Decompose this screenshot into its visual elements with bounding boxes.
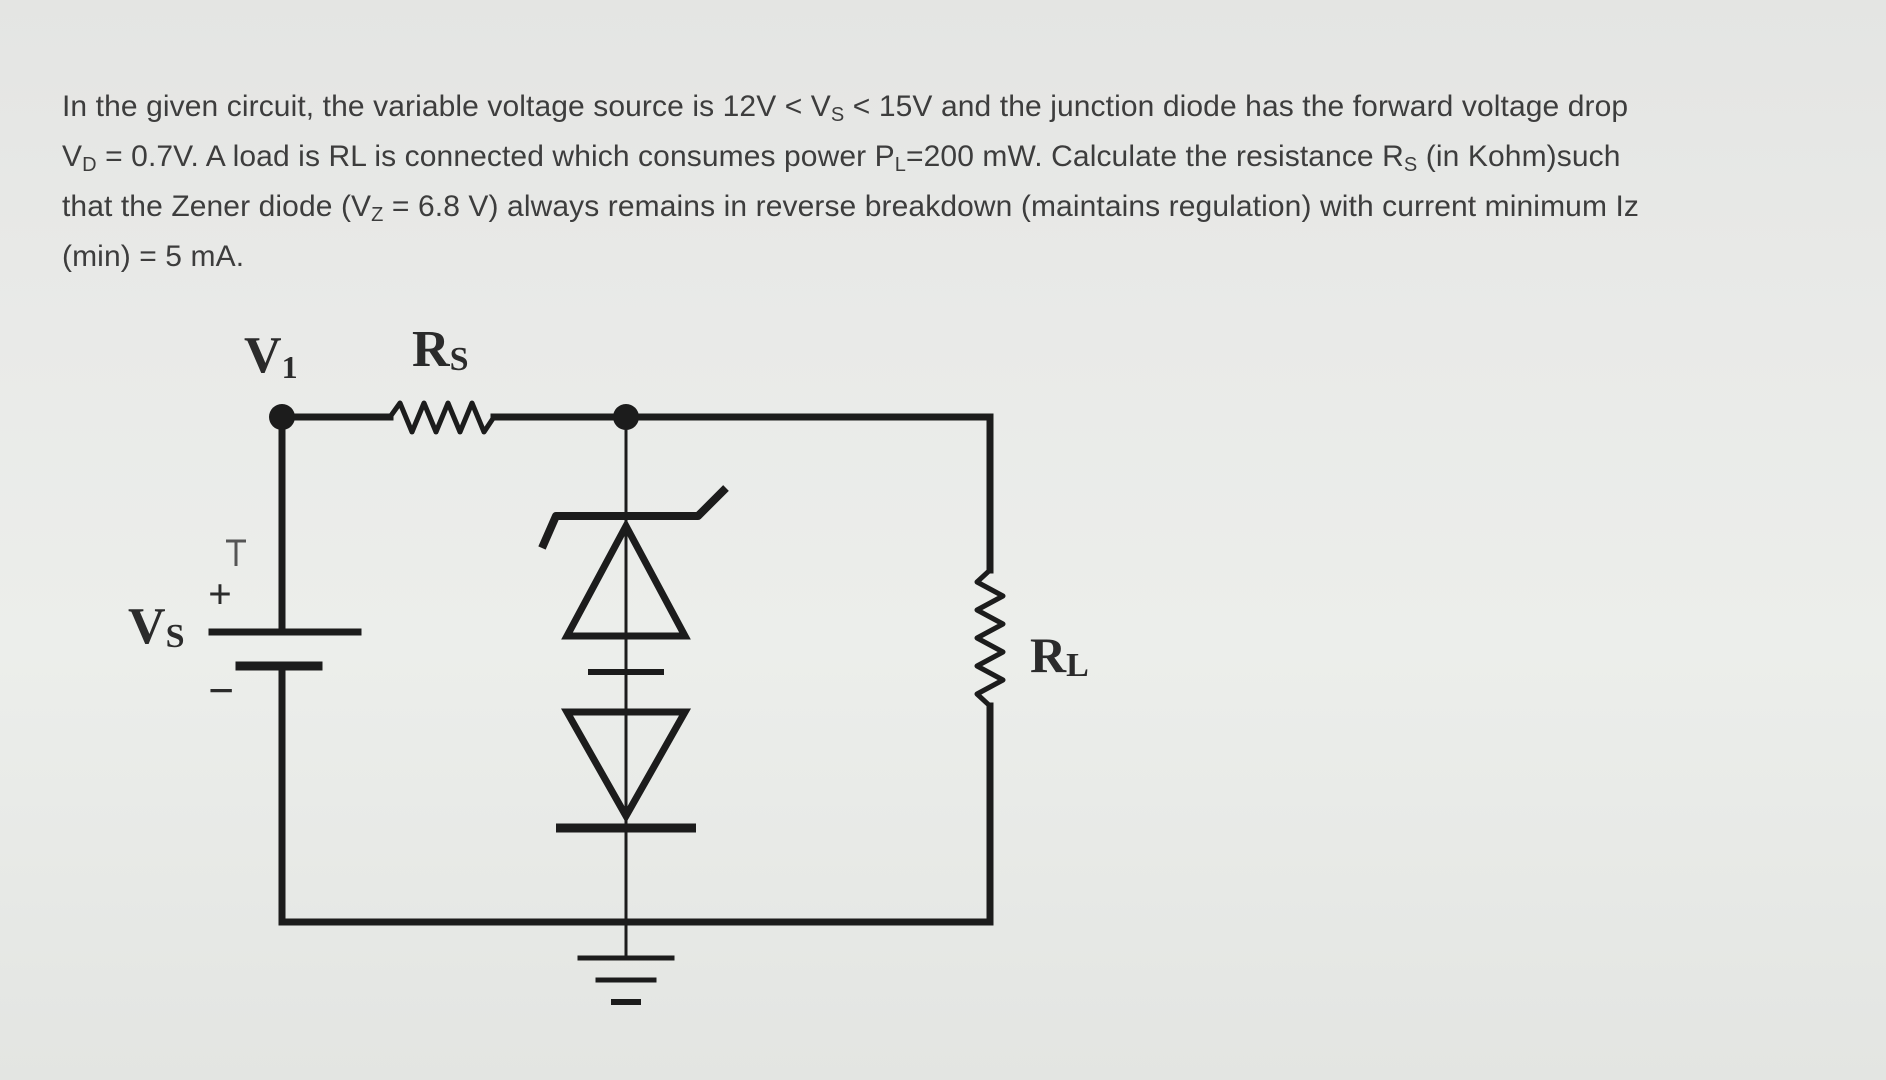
v1-node-dot [269, 404, 295, 430]
rs-resistor [386, 400, 498, 435]
rl-resistor [974, 566, 1006, 710]
v1-label: V1 [244, 327, 298, 385]
zener-cathode-bar [538, 485, 729, 550]
q3-text-a: that the Zener diode (V [62, 190, 372, 223]
q2-text-a: V [62, 140, 83, 173]
rl-label: RL [1030, 627, 1089, 684]
q1-sub: S [830, 104, 845, 126]
q2-text-d: (in Kohm)such [1417, 140, 1621, 173]
q2-text-b: = 0.7V. A load is RL is connected which … [96, 140, 895, 173]
question-line-4: (min) = 5 mA. [62, 240, 245, 273]
question-text: In the given circuit, the variable volta… [62, 82, 1852, 282]
question-line-1: In the given circuit, the variable volta… [62, 82, 1852, 132]
rs-label: RS [412, 321, 468, 378]
diode-triangle [560, 708, 692, 824]
vs-label: VS [128, 598, 184, 655]
q2-sub-1: D [82, 154, 97, 176]
q3-sub: Z [371, 204, 384, 226]
q2-text-c: =200 mW. Calculate the resistance R [906, 140, 1404, 173]
plus-sign: + [208, 572, 232, 618]
q2-sub-2: L [894, 154, 907, 176]
q3-text-b: = 6.8 V) always remains in reverse break… [383, 190, 1640, 223]
zener-triangle [561, 518, 691, 640]
minus-sign: − [208, 665, 234, 716]
q1-text-b: < 15V and the junction diode has the for… [844, 90, 1629, 123]
q2-sub-3: S [1403, 154, 1418, 176]
question-line-2: VD = 0.7V. A load is RL is connected whi… [62, 132, 1852, 182]
q1-text-a: In the given circuit, the variable volta… [62, 90, 831, 123]
question-line-3: that the Zener diode (VZ = 6.8 V) always… [62, 182, 1852, 232]
junction-node-dot [613, 404, 639, 430]
